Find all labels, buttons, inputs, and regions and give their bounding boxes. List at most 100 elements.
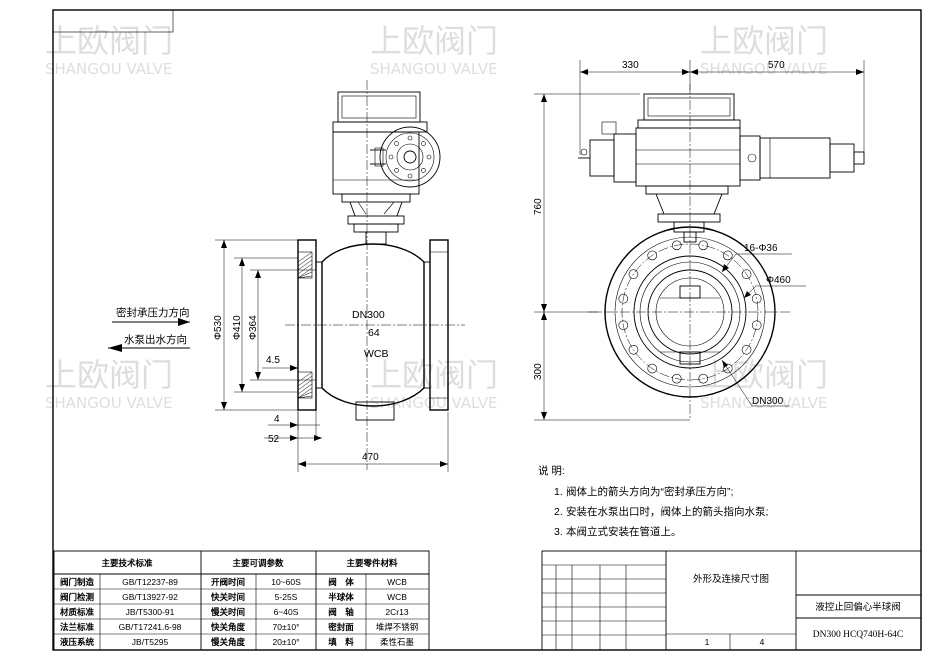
- model-number: DN300 HCQ740H-64C: [813, 630, 904, 640]
- spec-cell: 10~60S: [271, 577, 301, 587]
- notes: 说 明: 1. 阀体上的箭头方向为“密封承压方向”; 2. 安装在水泵出口时，阀…: [538, 464, 768, 538]
- spec-table: 主要技术标准 主要可调参数 主要零件材料 阀门制造 GB/T12237-89 开阀时…: [53, 550, 430, 651]
- watermark-2: 上欧阀门 SHANGOU VALVE: [370, 22, 498, 78]
- spec-cell: 法兰标准: [60, 622, 95, 632]
- watermark-1: 上欧阀门 SHANGOU VALVE: [45, 22, 173, 78]
- spec-cell: 慢关时间: [211, 607, 245, 617]
- svg-text:SHANGOU VALVE: SHANGOU VALVE: [700, 394, 827, 412]
- actuator: [332, 91, 441, 203]
- spec-header-params: 主要可调参数: [232, 558, 284, 568]
- spec-cell: GB/T17241.6-98: [119, 622, 182, 632]
- title-block: 外形及连接尺寸图 液控止回偏心半球阀 DN300 HCQ740H-64C 1 4: [541, 550, 922, 651]
- flange-bolt-hole: [722, 250, 733, 261]
- watermark-3: 上欧阀门 SHANGOU VALVE: [700, 22, 828, 78]
- side-actuator: [578, 93, 865, 195]
- spec-cell: 堆焊不锈钢: [376, 622, 419, 632]
- seal-direction-arrow: 密封承压力方向: [112, 306, 190, 326]
- dim-330: 330: [622, 60, 639, 71]
- dim-holes: 16-Φ36: [744, 243, 778, 254]
- flange-bolt-hole: [698, 373, 709, 384]
- dim-470: 470: [362, 452, 379, 463]
- dim-4-5: 4.5: [266, 355, 280, 366]
- flange-bolt-hole: [741, 269, 752, 280]
- note-1-num: 1.: [554, 486, 563, 498]
- dim-300: 300: [533, 363, 544, 380]
- drawing-type: 外形及连接尺寸图: [693, 573, 769, 585]
- valve-body: [297, 239, 449, 421]
- spec-cell: GB/T13927-92: [122, 592, 178, 602]
- spec-cell: JB/T5300-91: [126, 607, 175, 617]
- spec-cell: 70±10°: [273, 622, 300, 632]
- svg-text:上欧阀门: 上欧阀门: [700, 22, 828, 60]
- dim-52: 52: [268, 434, 280, 445]
- spec-cell: 液压系统: [60, 637, 95, 647]
- side-flange: [604, 226, 776, 398]
- spec-cell: 2Cr13: [385, 607, 408, 617]
- front-view: DN300 64 WCB 密封承压力方向 水泵出水方向 Φ530: [108, 80, 465, 472]
- spec-cell: 密封面: [327, 622, 354, 632]
- sheet-number: 1: [705, 637, 710, 647]
- spec-cell: WCB: [387, 577, 407, 587]
- seal-direction-label: 密封承压力方向: [116, 306, 190, 319]
- spec-cell: 慢关角度: [211, 637, 246, 647]
- dim-760: 760: [533, 198, 544, 215]
- body-pn-label: 64: [368, 327, 380, 339]
- flange-bolt-hole: [698, 240, 709, 251]
- watermark-4: 上欧阀门 SHANGOU VALVE: [45, 356, 173, 412]
- side-yoke: [655, 193, 723, 243]
- flange-bolt-hole: [741, 344, 752, 355]
- spec-header-materials: 主要零件材料: [346, 558, 398, 568]
- spec-cell: 阀 体: [328, 577, 354, 587]
- note-2-text: 安装在水泵出口时，阀体上的箭头指向水泵;: [566, 505, 768, 518]
- sheet-frame: [52, 9, 922, 651]
- side-dimensions: 330 570 760 300 16-Φ36 Φ460 DN3: [533, 60, 865, 421]
- spec-rows: 阀门制造 GB/T12237-89 开阀时间 10~60S 阀 体 WCB 阀门检测 GB/T…: [59, 577, 418, 647]
- note-2-num: 2.: [554, 506, 563, 518]
- svg-text:SHANGOU VALVE: SHANGOU VALVE: [700, 60, 827, 78]
- spec-cell: 柔性石墨: [380, 637, 415, 647]
- flange-bolt-hole: [647, 363, 658, 374]
- watermark-5: 上欧阀门 SHANGOU VALVE: [370, 356, 498, 412]
- pump-direction-label: 水泵出水方向: [124, 333, 187, 346]
- watermark-6: 上欧阀门 SHANGOU VALVE: [700, 356, 828, 412]
- product-name: 液控止回偏心半球阀: [815, 601, 901, 613]
- spec-cell: 阀门制造: [60, 577, 95, 587]
- pump-direction-arrow: 水泵出水方向: [108, 333, 190, 352]
- flange-bolt-hole: [618, 293, 629, 304]
- spec-header-standards: 主要技术标准: [101, 558, 153, 568]
- note-1-text: 阀体上的箭头方向为“密封承压方向”;: [566, 485, 733, 498]
- note-3-text: 本阀立式安装在管道上。: [566, 525, 682, 538]
- side-view: 330 570 760 300 16-Φ36 Φ460 DN3: [533, 60, 865, 421]
- spec-cell: GB/T12237-89: [122, 577, 178, 587]
- watermarks: 上欧阀门 SHANGOU VALVE 上欧阀门 SHANGOU VALVE 上欧…: [45, 22, 828, 412]
- svg-text:SHANGOU VALVE: SHANGOU VALVE: [370, 60, 497, 78]
- flange-bolt-hole: [671, 373, 682, 384]
- notes-heading: 说 明:: [538, 464, 565, 477]
- svg-text:上欧阀门: 上欧阀门: [370, 356, 498, 394]
- flange-bolt-hole: [628, 269, 639, 280]
- yoke: [347, 201, 405, 245]
- flange-bolt-hole: [628, 344, 639, 355]
- spec-cell: 阀门检测: [60, 592, 95, 602]
- svg-text:上欧阀门: 上欧阀门: [45, 22, 173, 60]
- svg-text:SHANGOU VALVE: SHANGOU VALVE: [45, 60, 172, 78]
- spec-cell: 填 料: [328, 637, 354, 647]
- spec-cell: JB/T5295: [132, 637, 169, 647]
- spec-cell: 开阀时间: [211, 577, 245, 587]
- dim-dn300: DN300: [752, 396, 784, 407]
- dim-d460: Φ460: [766, 275, 791, 286]
- note-3-num: 3.: [554, 526, 563, 538]
- spec-cell: 材质标准: [59, 607, 95, 617]
- body-dn-label: DN300: [352, 309, 385, 321]
- dim-d364: Φ364: [248, 315, 259, 340]
- dim-570: 570: [768, 60, 785, 71]
- flange-bolt-hole: [618, 320, 629, 331]
- spec-cell: WCB: [387, 592, 407, 602]
- svg-text:SHANGOU VALVE: SHANGOU VALVE: [370, 394, 497, 412]
- flange-bolt-hole: [671, 240, 682, 251]
- dim-d530: Φ530: [213, 315, 224, 340]
- body-material-label: WCB: [364, 348, 389, 360]
- svg-text:SHANGOU VALVE: SHANGOU VALVE: [45, 394, 172, 412]
- svg-text:上欧阀门: 上欧阀门: [700, 356, 828, 394]
